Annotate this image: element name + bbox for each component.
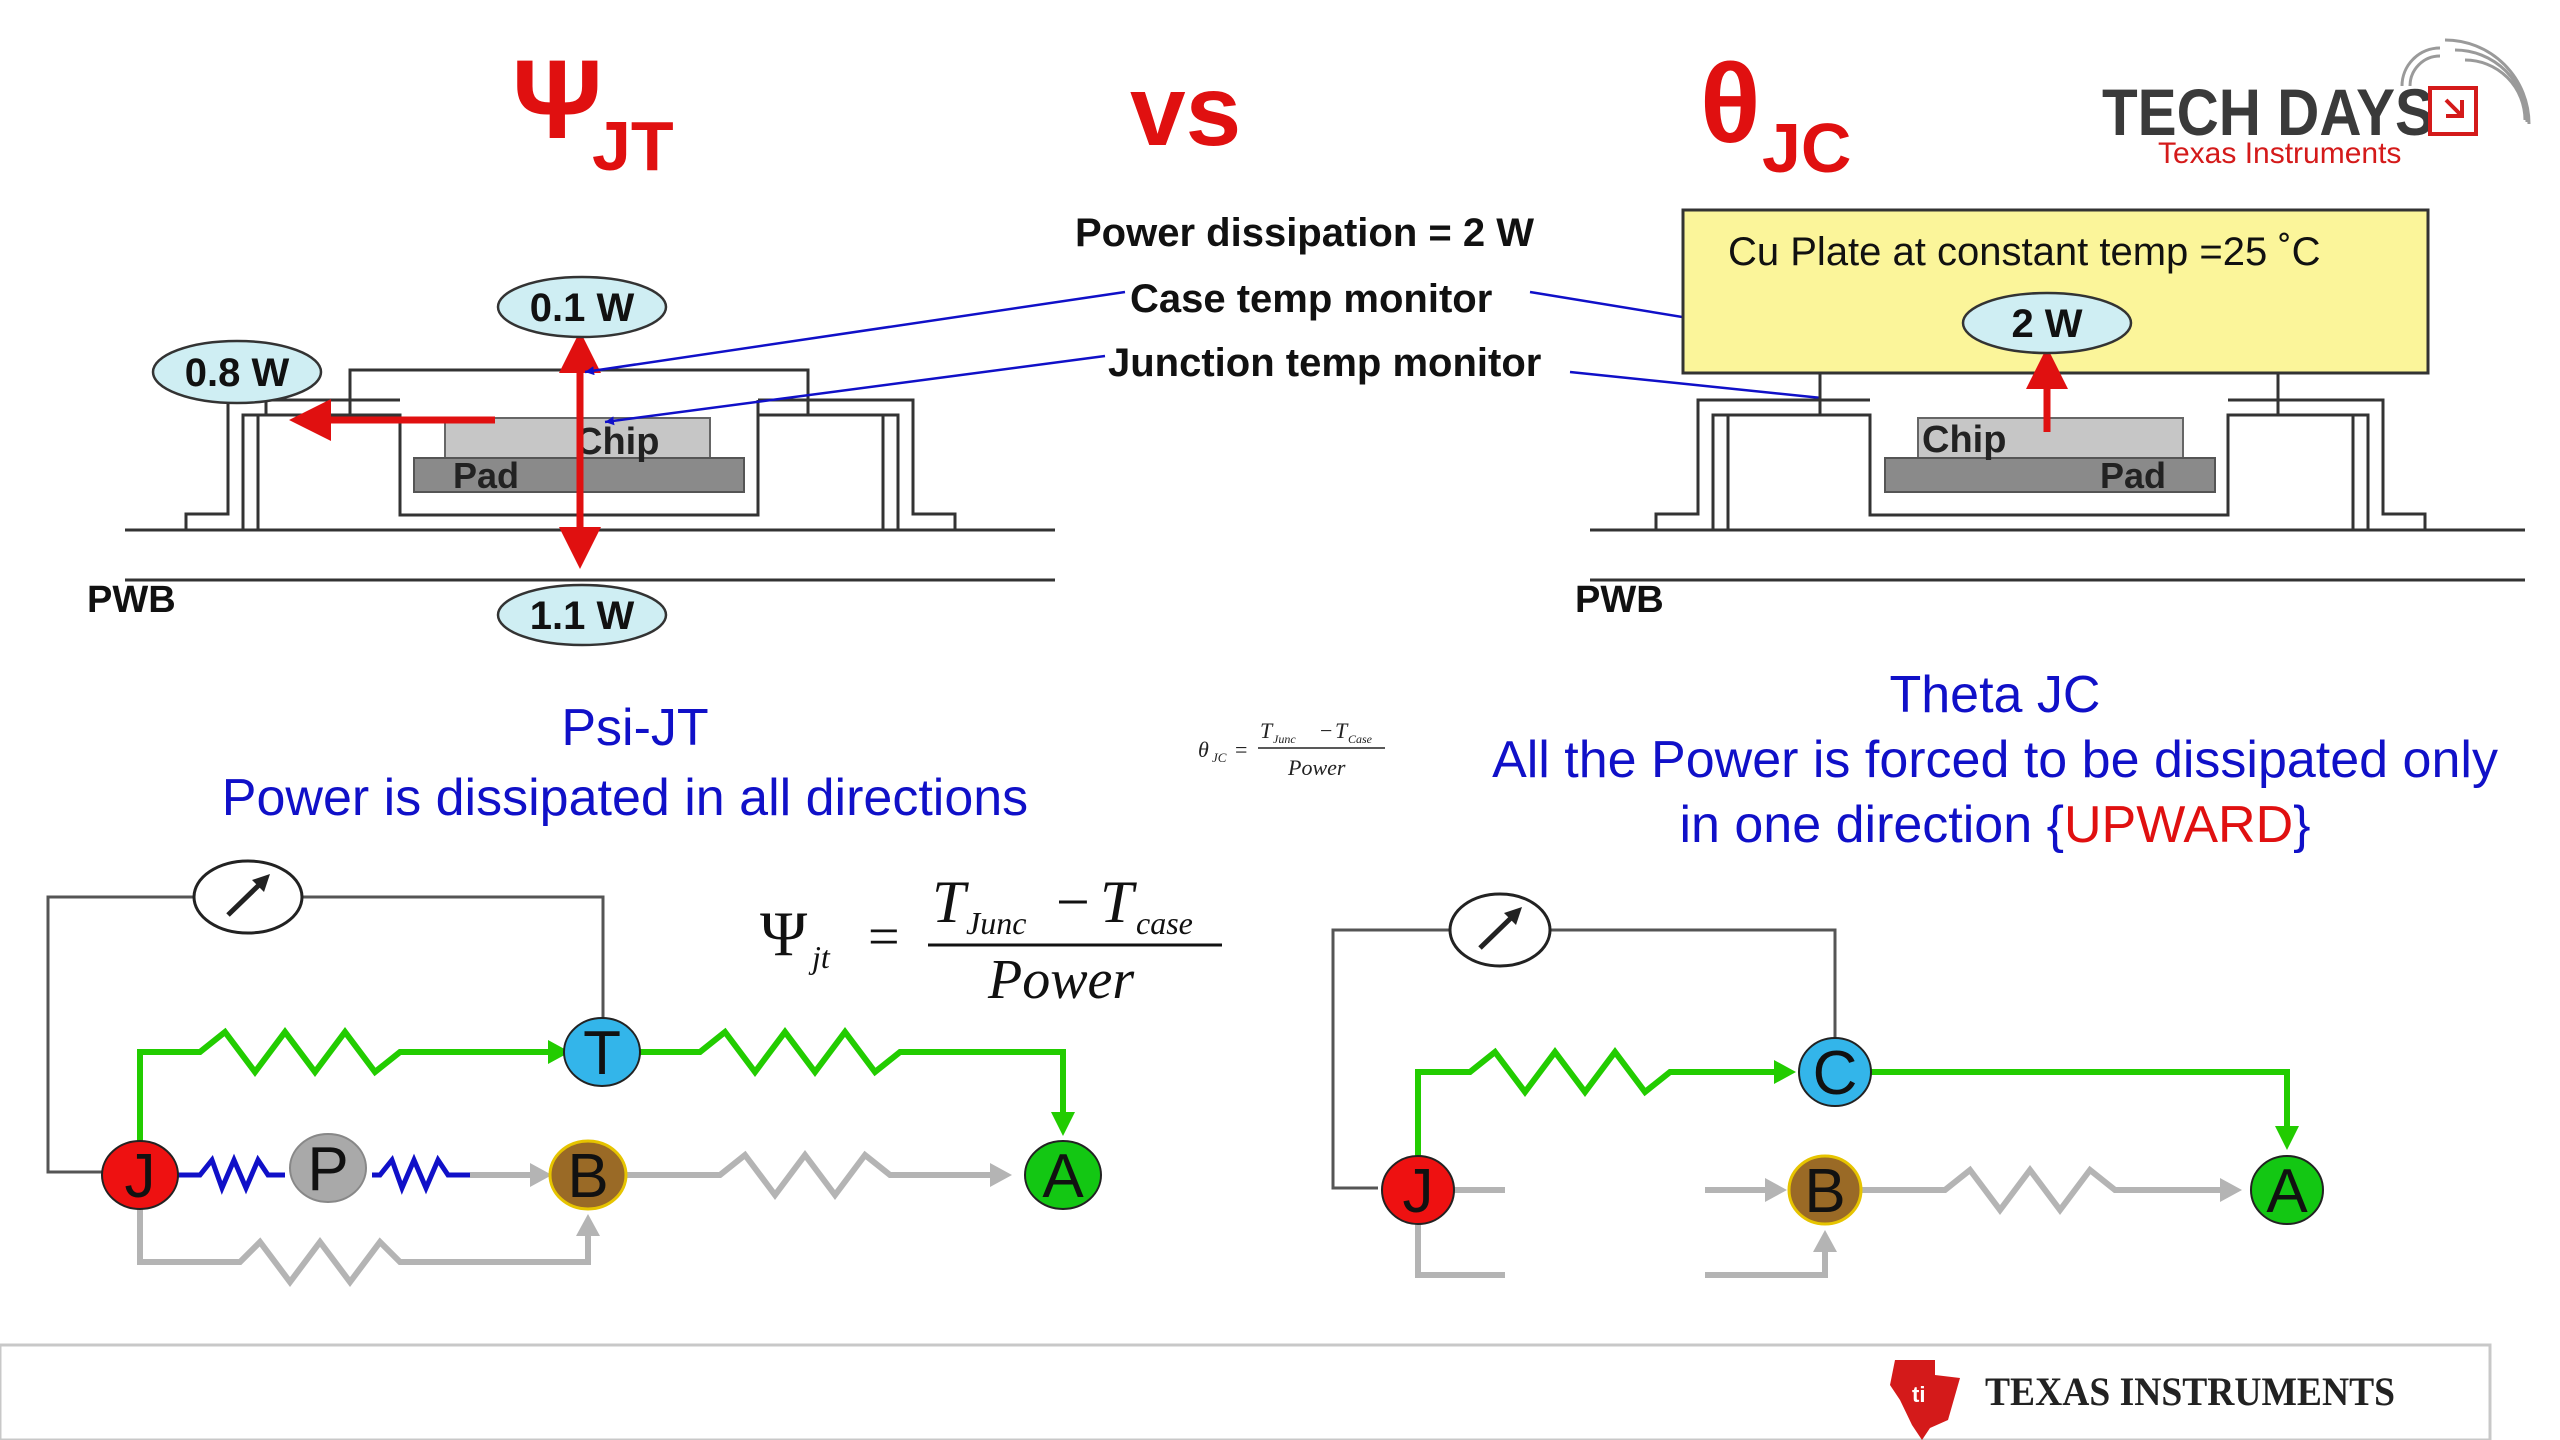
svg-text:2 W: 2 W xyxy=(2011,302,2082,346)
svg-text:J: J xyxy=(1403,1157,1434,1226)
svg-text:Junc: Junc xyxy=(966,905,1026,941)
node-j-right: J xyxy=(1381,1155,1455,1226)
texas-instruments-brand: TEXAS INSTRUMENTS xyxy=(1985,1369,2395,1414)
tech-days-logo: TECH DAYS Texas Instruments xyxy=(2102,38,2531,170)
psi-symbol: Ψ xyxy=(512,37,603,162)
svg-text:Power: Power xyxy=(1287,755,1346,780)
svg-text:A: A xyxy=(1042,1142,1084,1211)
svg-text:J: J xyxy=(125,1142,156,1211)
pwb-label-right: PWB xyxy=(1575,579,1664,621)
svg-text:case: case xyxy=(1136,905,1193,941)
wireless-signal-icon xyxy=(2400,38,2531,136)
pad-label-right: Pad xyxy=(2100,455,2166,496)
svg-text:T: T xyxy=(1335,718,1349,743)
svg-text:Ψ: Ψ xyxy=(760,898,808,969)
side-power-badge: 0.8 W xyxy=(151,339,323,405)
psi-jt-heading: Ψ JT xyxy=(512,37,674,185)
svg-text:B: B xyxy=(1804,1157,1845,1226)
psi-subscript: JT xyxy=(592,107,674,185)
case-temp-monitor-label: Case temp monitor xyxy=(1130,277,1492,321)
vs-heading: vs xyxy=(1130,55,1241,167)
svg-text:jt: jt xyxy=(808,939,831,975)
psi-package-diagram: PWB Chip Pad 0.1 W 0.8 W 1.1 W xyxy=(87,275,1055,647)
svg-text:T: T xyxy=(932,869,969,935)
theta-symbol: θ xyxy=(1700,41,1761,166)
svg-text:B: B xyxy=(567,1142,608,1211)
upward-power-badge: 2 W xyxy=(1961,291,2133,355)
pad-label-left: Pad xyxy=(453,455,519,496)
svg-text:P: P xyxy=(307,1135,348,1204)
node-b-right: B xyxy=(1787,1154,1863,1226)
svg-text:T: T xyxy=(583,1019,621,1088)
psi-jt-formula: Ψ jt = T Junc − T case Power xyxy=(760,869,1222,1011)
tech-days-title: TECH DAYS xyxy=(2102,75,2434,149)
node-j-left: J xyxy=(101,1140,179,1211)
theta-jc-formula: θ JC = T Junc − T Case Power xyxy=(1198,718,1385,780)
svg-text:θ: θ xyxy=(1198,737,1209,762)
theta-subscript: JC xyxy=(1762,109,1851,187)
svg-text:T: T xyxy=(1260,718,1274,743)
svg-text:Power: Power xyxy=(987,949,1134,1011)
psi-caption-title: Psi-JT xyxy=(561,699,708,757)
svg-text:0.1 W: 0.1 W xyxy=(530,286,635,330)
svg-text:1.1 W: 1.1 W xyxy=(530,594,635,638)
theta-thermal-network: J C B A xyxy=(1331,892,2324,1278)
pad-right xyxy=(1884,457,2216,493)
svg-text:=: = xyxy=(868,906,900,968)
svg-text:JC: JC xyxy=(1212,750,1227,765)
theta-package-diagram: PWB Cu Plate at constant temp =25 ˚C Chi… xyxy=(1575,208,2525,621)
theta-jc-heading: θ JC xyxy=(1700,41,1851,187)
temperature-meter-icon-left xyxy=(192,859,304,935)
theta-caption-title: Theta JC xyxy=(1890,666,2101,724)
power-dissipation-label: Power dissipation = 2 W xyxy=(1075,211,1534,255)
node-t-left: T xyxy=(563,1017,641,1088)
junction-temp-monitor-label: Junction temp monitor xyxy=(1108,341,1541,385)
tech-days-subtitle: Texas Instruments xyxy=(2158,137,2401,170)
node-a-left: A xyxy=(1024,1140,1102,1211)
top-power-badge: 0.1 W xyxy=(496,275,668,339)
copper-plate-label: Cu Plate at constant temp =25 ˚C xyxy=(1728,230,2321,274)
svg-text:−: − xyxy=(1056,869,1090,935)
svg-text:0.8 W: 0.8 W xyxy=(185,351,290,395)
pwb-label-left: PWB xyxy=(87,579,176,621)
svg-text:C: C xyxy=(1813,1039,1858,1108)
node-c-right: C xyxy=(1798,1037,1872,1108)
temperature-meter-icon-right xyxy=(1448,892,1552,968)
node-b-left: B xyxy=(548,1139,628,1211)
node-a-right: A xyxy=(2250,1155,2324,1226)
node-p-left: P xyxy=(289,1133,367,1204)
svg-text:Junc: Junc xyxy=(1273,732,1296,746)
chip-label-left: Chip xyxy=(575,421,659,463)
svg-text:Case: Case xyxy=(1348,732,1373,746)
svg-text:=: = xyxy=(1235,737,1247,762)
theta-caption-line2: in one direction {UPWARD} xyxy=(1679,796,2310,854)
svg-text:A: A xyxy=(2266,1157,2308,1226)
psi-thermal-network: J P T B A xyxy=(46,859,1102,1287)
footer-bar: ti TEXAS INSTRUMENTS xyxy=(0,1343,2492,1440)
psi-caption-description: Power is dissipated in all directions xyxy=(222,769,1028,827)
theta-caption-line1: All the Power is forced to be dissipated… xyxy=(1492,731,2498,789)
texas-instruments-logo-icon: ti xyxy=(1890,1360,1960,1440)
svg-text:−: − xyxy=(1320,718,1332,743)
bottom-power-badge: 1.1 W xyxy=(496,583,668,647)
svg-text:T: T xyxy=(1100,869,1137,935)
svg-text:ti: ti xyxy=(1912,1382,1925,1407)
chip-label-right: Chip xyxy=(1922,419,2006,461)
